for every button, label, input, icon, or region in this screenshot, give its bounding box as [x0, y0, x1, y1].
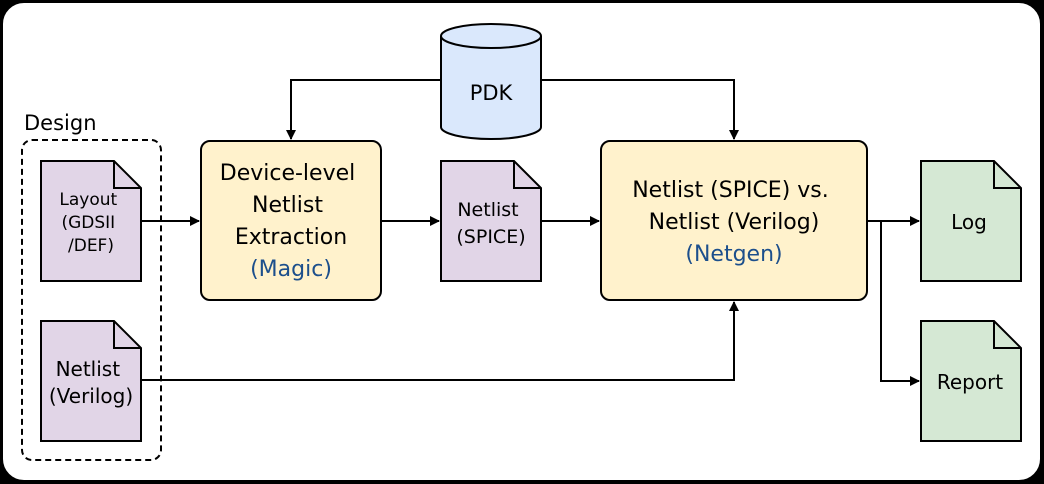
extraction-process-line-3: Extraction: [235, 225, 347, 250]
netlist-verilog-document-fold: [113, 321, 141, 349]
netlist-verilog-document-shape: [40, 320, 142, 442]
netlist-spice-document: Netlist (SPICE): [440, 160, 542, 282]
layout-document-line-2: (GDSII: [61, 213, 115, 233]
pdk-database-body: [440, 36, 542, 140]
extraction-process-tool: (Magic): [250, 257, 332, 282]
layout-document-line-3: /DEF): [68, 236, 114, 256]
netlist-spice-document-line-1: Netlist: [457, 199, 518, 221]
netlist-verilog-document: Netlist (Verilog): [40, 320, 142, 442]
layout-document: Layout (GDSII /DEF): [40, 160, 142, 282]
netlist-spice-document-label: Netlist (SPICE): [456, 199, 525, 248]
log-document: Log: [920, 160, 1022, 282]
design-group-border: [21, 139, 162, 461]
comparison-process-line-2: Netlist (Verilog): [649, 210, 820, 235]
netlist-verilog-document-label: Netlist (Verilog): [49, 357, 133, 408]
arrow-pdk-to-extraction: [286, 79, 441, 140]
design-group-label: Design: [24, 111, 97, 135]
report-document-fold: [993, 321, 1021, 349]
layout-document-line-1: Layout: [59, 190, 117, 210]
extraction-process: Device-level Netlist Extraction (Magic): [200, 140, 382, 301]
comparison-process-label: Netlist (SPICE) vs. Netlist (Verilog): [632, 178, 836, 235]
design-group: Design: [21, 111, 162, 461]
arrow-pdk-to-comparison: [541, 79, 739, 140]
netlist-spice-document-shape: [440, 160, 542, 282]
pdk-database-top: [440, 23, 542, 49]
arrow-comparison-to-report: [880, 221, 920, 386]
extraction-process-label: Device-level Netlist Extraction: [220, 161, 363, 250]
netlist-spice-document-fold: [513, 161, 541, 189]
report-document-label: Report: [937, 370, 1003, 394]
comparison-process-line-1: Netlist (SPICE) vs.: [632, 178, 829, 203]
connectors: [141, 79, 920, 386]
log-document-shape: [920, 160, 1022, 282]
report-document: Report: [920, 320, 1022, 442]
layout-document-fold: [113, 161, 141, 189]
layout-document-label: Layout (GDSII /DEF): [59, 190, 122, 256]
extraction-process-line-2: Netlist: [252, 193, 323, 218]
report-document-shape: [920, 320, 1022, 442]
comparison-process-tool: (Netgen): [685, 242, 782, 267]
extraction-process-line-1: Device-level: [220, 161, 356, 186]
netlist-spice-document-line-2: (SPICE): [456, 226, 525, 248]
netlist-verilog-document-line-1: Netlist: [56, 357, 121, 381]
log-document-label: Log: [951, 210, 987, 234]
netlist-verilog-document-line-2: (Verilog): [49, 384, 133, 408]
pdk-database: PDK: [440, 23, 542, 140]
comparison-process: Netlist (SPICE) vs. Netlist (Verilog) (N…: [600, 140, 868, 301]
layout-document-shape: [40, 160, 142, 282]
log-document-fold: [993, 161, 1021, 189]
arrow-verilog-to-comparison: [141, 301, 739, 381]
pdk-database-label: PDK: [470, 81, 514, 105]
